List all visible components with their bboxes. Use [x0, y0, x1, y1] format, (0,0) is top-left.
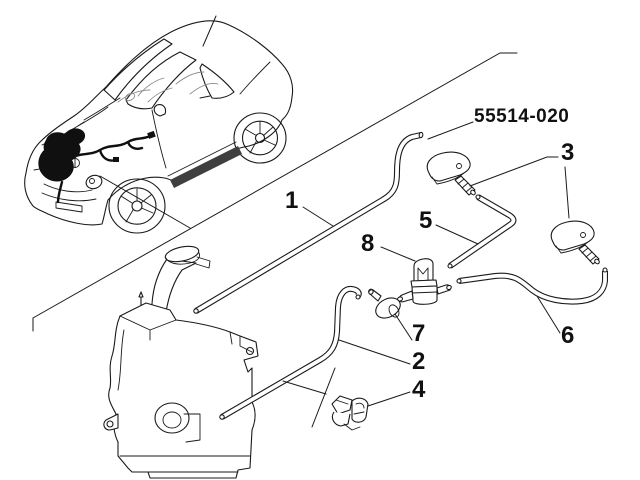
leader-4 [367, 391, 411, 407]
door-line [151, 109, 167, 169]
hose-2 [219, 285, 362, 420]
c-pillar [239, 61, 271, 95]
leader-part-number [427, 121, 474, 140]
wiring-harness-highlight [38, 128, 156, 204]
door-window [125, 51, 197, 110]
grommet-7 [368, 288, 401, 319]
callout-6: 6 [561, 322, 575, 349]
side-mirror [153, 104, 167, 117]
leader-1 [302, 206, 334, 227]
leader-3b [564, 166, 570, 219]
front-wheel [108, 178, 166, 234]
car-illustration [24, 15, 294, 234]
separator-main [32, 52, 518, 332]
bracket-hole [245, 346, 255, 356]
washer-nozzle-left [426, 151, 476, 196]
hose-1 [193, 131, 424, 314]
clip-4 [331, 395, 369, 431]
tank-body [108, 302, 259, 479]
separator-lines [32, 52, 518, 332]
callout-2: 2 [412, 348, 426, 375]
interior-lines [117, 71, 219, 103]
washer-reservoir [103, 245, 259, 479]
leader-8 [380, 246, 416, 262]
windshield [103, 38, 173, 101]
car-body-outline [24, 20, 294, 226]
hose-5 [447, 194, 517, 269]
callout-4: 4 [412, 376, 426, 403]
hose-6 [456, 267, 608, 305]
antenna-line [202, 15, 217, 47]
quarter-window [199, 63, 235, 99]
callout-3: 3 [561, 139, 575, 166]
leader-fork-a [282, 380, 327, 395]
filler-cap [164, 245, 200, 263]
pump-recess [154, 402, 201, 443]
callout-8: 8 [361, 230, 375, 257]
callout-7: 7 [412, 320, 426, 347]
leader-5 [435, 224, 479, 245]
lower-tab [103, 413, 119, 431]
leader-6 [536, 295, 561, 334]
door-handle [199, 95, 211, 99]
leader-3a [469, 156, 559, 187]
callout-5: 5 [419, 207, 433, 234]
rear-wheel [233, 112, 287, 164]
grille [41, 183, 97, 213]
leader-fork-b [311, 367, 336, 428]
leader-lines [282, 121, 570, 428]
valve-8 [397, 258, 452, 305]
rocker-stripe [170, 146, 242, 188]
leader-2 [338, 339, 411, 365]
leader-7 [394, 313, 413, 341]
vent-pin [138, 291, 144, 306]
part-number-label: 55514-020 [474, 106, 570, 127]
separator-branch [99, 175, 191, 229]
washer-nozzle-right [550, 220, 600, 265]
callout-1: 1 [285, 187, 299, 214]
